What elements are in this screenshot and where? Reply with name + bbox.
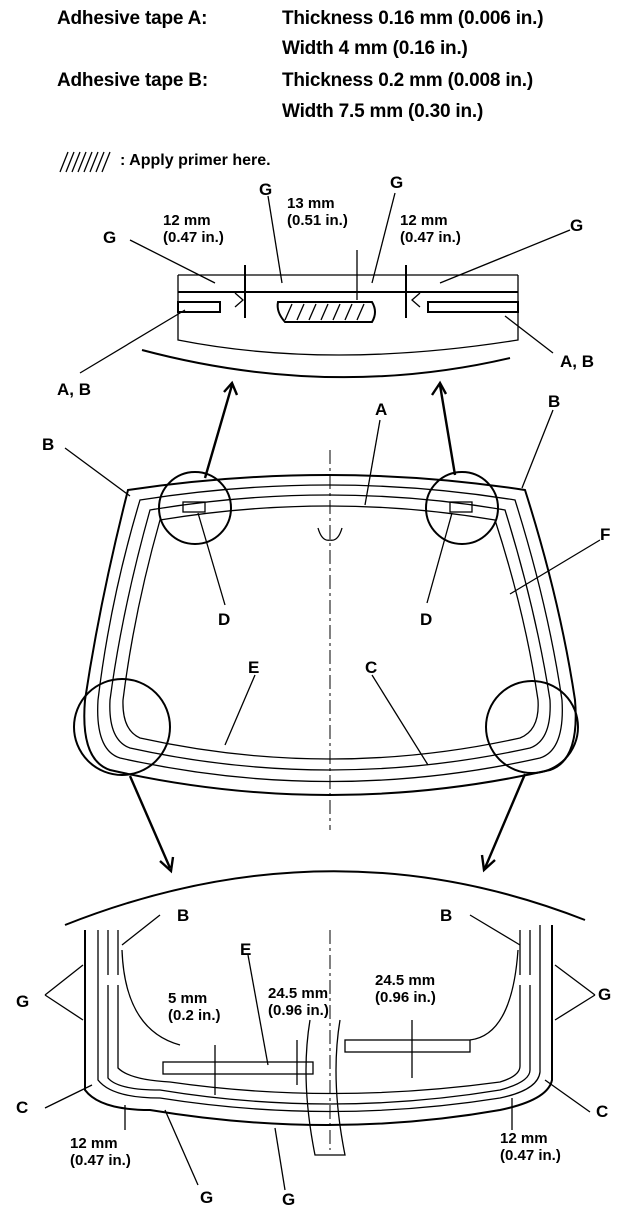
bottom-dim-245-center: 24.5 mm (0.96 in.) xyxy=(268,985,329,1019)
windshield-glass xyxy=(83,450,577,1150)
label-d-left: D xyxy=(218,610,231,629)
top-ab-right-label: A, B xyxy=(560,352,594,371)
bottom-dim-12-left: 12 mm (0.47 in.) xyxy=(70,1135,131,1169)
top-dim-right: 12 mm (0.47 in.) xyxy=(400,212,461,246)
bottom-dim-12-right: 12 mm (0.47 in.) xyxy=(500,1130,561,1164)
label-e: E xyxy=(248,658,260,677)
top-dim-center: 13 mm (0.51 in.) xyxy=(287,195,348,229)
bottom-detail-view xyxy=(44,870,596,1191)
bottom-dim-5: 5 mm (0.2 in.) xyxy=(168,990,221,1024)
bottom-g-left-label: G xyxy=(16,992,30,1011)
top-g-left-label: G xyxy=(103,228,117,247)
tape-a-thickness: Thickness 0.16 mm (0.006 in.) xyxy=(282,8,544,29)
arrow-bottom-left xyxy=(128,775,172,869)
bottom-b-left-label: B xyxy=(177,906,190,925)
arrow-top-left xyxy=(203,384,234,479)
bottom-dim-245-center-in: (0.96 in.) xyxy=(268,1002,329,1019)
top-g-right-label: G xyxy=(570,216,584,235)
tape-b-width: Width 7.5 mm (0.30 in.) xyxy=(282,101,484,122)
bottom-dim-12-right-mm: 12 mm xyxy=(500,1130,548,1147)
tape-b-thickness: Thickness 0.2 mm (0.008 in.) xyxy=(282,70,534,91)
label-b-left: B xyxy=(42,435,55,454)
bottom-g-right-label: G xyxy=(598,985,612,1004)
top-dim-center-mm: 13 mm xyxy=(287,195,335,212)
bottom-g-bottomleft-label: G xyxy=(200,1188,214,1207)
top-ab-left-label: A, B xyxy=(57,380,91,399)
bottom-dim-5-mm: 5 mm xyxy=(168,990,208,1007)
label-f: F xyxy=(600,525,611,544)
bottom-dim-245-right-in: (0.96 in.) xyxy=(375,989,436,1006)
bottom-dim-5-in: (0.2 in.) xyxy=(168,1007,221,1024)
top-dim-left: 12 mm (0.47 in.) xyxy=(163,212,224,246)
bottom-dim-245-center-mm: 24.5 mm xyxy=(268,985,329,1002)
bottom-dim-12-right-in: (0.47 in.) xyxy=(500,1147,561,1164)
arrow-top-right xyxy=(438,384,457,476)
bottom-dim-12-left-mm: 12 mm xyxy=(70,1135,118,1152)
tape-b-label: Adhesive tape B: xyxy=(57,70,208,91)
top-g-midleft-label: G xyxy=(259,180,273,199)
primer-hatch-swatch xyxy=(59,151,111,173)
label-a: A xyxy=(375,400,388,419)
primer-legend-text: : Apply primer here. xyxy=(120,152,271,169)
bottom-c-left-label: C xyxy=(16,1098,29,1117)
top-primer-hatch xyxy=(284,303,365,321)
arrow-bottom-right xyxy=(483,773,527,869)
bottom-b-right-label: B xyxy=(440,906,453,925)
label-b-right: B xyxy=(548,392,561,411)
bottom-e-label: E xyxy=(240,940,252,959)
detail-circles xyxy=(73,471,579,776)
bottom-c-right-label: C xyxy=(596,1102,609,1121)
top-dim-right-in: (0.47 in.) xyxy=(400,229,461,246)
top-detail-view xyxy=(79,192,571,379)
bottom-dim-245-right-mm: 24.5 mm xyxy=(375,972,436,989)
top-g-midright-label: G xyxy=(390,173,404,192)
top-dim-left-mm: 12 mm xyxy=(163,212,211,229)
bottom-dim-245-right: 24.5 mm (0.96 in.) xyxy=(375,972,436,1006)
top-dim-right-mm: 12 mm xyxy=(400,212,448,229)
top-dim-center-in: (0.51 in.) xyxy=(287,212,348,229)
top-dim-left-in: (0.47 in.) xyxy=(163,229,224,246)
tape-a-width: Width 4 mm (0.16 in.) xyxy=(282,38,468,59)
label-c: C xyxy=(365,658,378,677)
bottom-g-bottommid-label: G xyxy=(282,1190,296,1209)
tape-a-label: Adhesive tape A: xyxy=(57,8,208,29)
label-d-right: D xyxy=(420,610,433,629)
bottom-dim-12-left-in: (0.47 in.) xyxy=(70,1152,131,1169)
